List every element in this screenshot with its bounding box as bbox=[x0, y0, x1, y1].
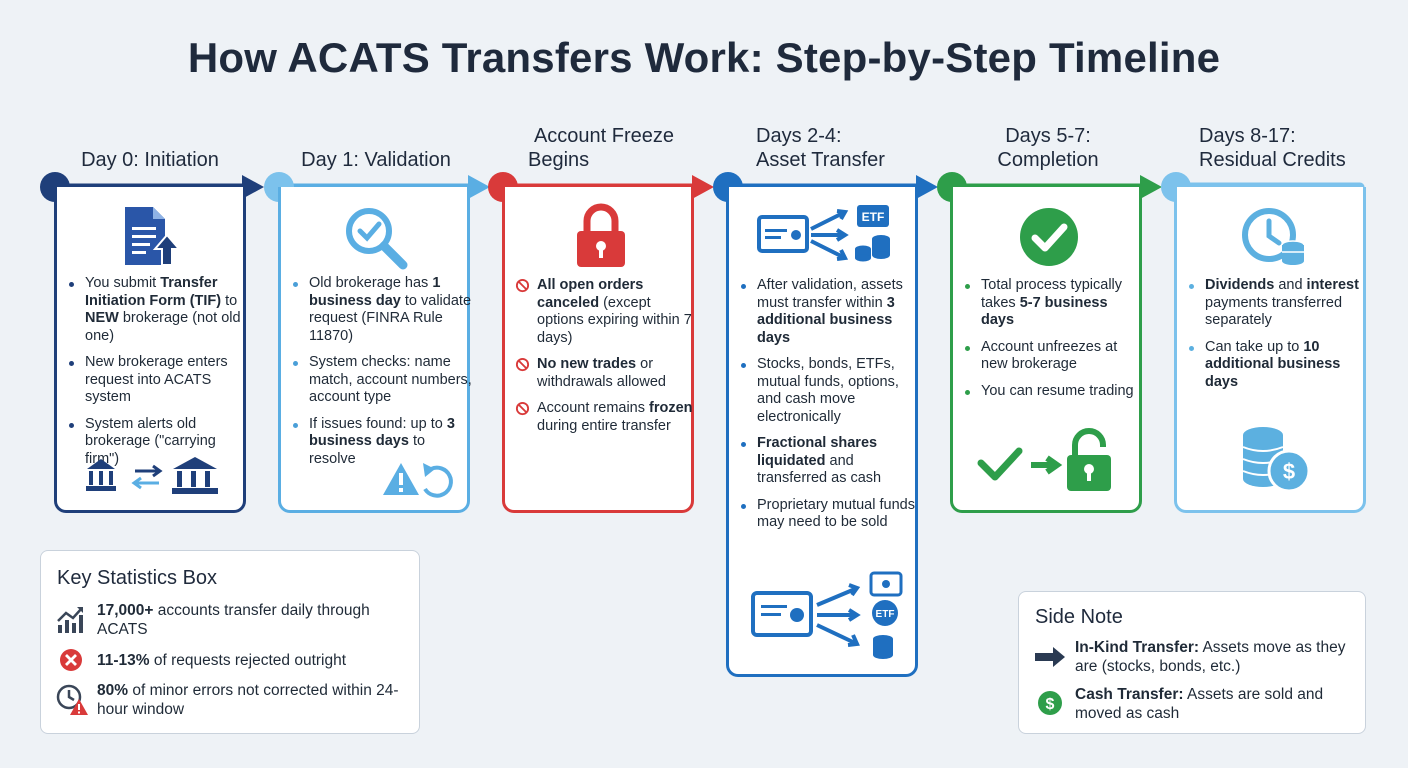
bullet-alert: System alerts old brokerage ("carrying f… bbox=[65, 416, 243, 469]
bank-transfer-icon bbox=[86, 457, 218, 494]
note-in-kind: In-Kind Transfer: Assets move as they ar… bbox=[1075, 639, 1346, 675]
svg-text:ETF: ETF bbox=[862, 210, 885, 224]
stat-rejected: 11-13% of requests rejected outright bbox=[97, 652, 347, 669]
bullet-system-checks: System checks: name match, account numbe… bbox=[289, 354, 473, 407]
document-upload-icon bbox=[125, 207, 181, 266]
bullet-unfreezes: Account unfreezes at new brokerage bbox=[961, 339, 1143, 374]
check-unlock-icon bbox=[977, 428, 1111, 491]
page-title: How ACATS Transfers Work: Step-by-Step T… bbox=[187, 34, 1221, 81]
bullet-one-day: Old brokerage has 1 business day to vali… bbox=[289, 275, 473, 345]
arrow-right-icon bbox=[1035, 647, 1065, 667]
prohibited-icon bbox=[515, 357, 530, 372]
step-title-completion: Days 5-7: Completion bbox=[997, 125, 1099, 171]
bullet-after-validation: After validation, assets must transfer w… bbox=[737, 277, 919, 347]
step-card-residual: Dividends and interest payments transfer… bbox=[1174, 187, 1366, 513]
certificate-to-etf-icon: ETF bbox=[757, 205, 890, 262]
step-card-completion: Total process typically takes 5-7 busine… bbox=[950, 187, 1142, 513]
svg-text:$: $ bbox=[1283, 459, 1295, 484]
stat-minor-errors: 80% of minor errors not corrected within… bbox=[97, 682, 399, 718]
certificate-distribute-icon: ETF bbox=[751, 571, 903, 659]
coin-stack-dollar-icon: $ bbox=[1242, 427, 1311, 493]
step-title-validation: Day 1: Validation bbox=[301, 149, 451, 171]
note-cash: Cash Transfer: Assets are sold and moved… bbox=[1075, 686, 1324, 722]
bullet-dividends: Dividends and interest payments transfer… bbox=[1185, 277, 1367, 330]
bullet-frozen: Account remains frozen during entire tra… bbox=[515, 400, 695, 435]
bullet-no-trades: No new trades or withdrawals allowed bbox=[515, 356, 695, 391]
step-title-initiation: Day 0: Initiation bbox=[81, 149, 219, 171]
bullet-acats-entry: New brokerage enters request into ACATS … bbox=[65, 354, 243, 407]
warning-retry-icon bbox=[383, 463, 453, 498]
step-title-transfer: Days 2-4: Asset Transfer bbox=[756, 125, 885, 171]
stat-daily-transfers: 17,000+ accounts transfer daily through … bbox=[97, 602, 370, 638]
step-card-freeze: All open orders canceled (except options… bbox=[502, 187, 694, 513]
x-circle-icon bbox=[60, 649, 82, 671]
magnifier-check-icon bbox=[346, 208, 408, 270]
step-title-residual: Days 8-17: Residual Credits bbox=[1199, 125, 1346, 171]
side-note-box: Side Note In-Kind Transfer: Assets move … bbox=[1018, 591, 1366, 734]
bullet-tif: You submit Transfer Initiation Form (TIF… bbox=[65, 275, 243, 345]
prohibited-icon bbox=[515, 278, 530, 293]
bullet-orders-canceled: All open orders canceled (except options… bbox=[515, 277, 695, 347]
bullet-fractional: Fractional shares liquidated and transfe… bbox=[737, 435, 919, 488]
chart-up-icon bbox=[57, 607, 83, 633]
bullet-asset-types: Stocks, bonds, ETFs, mutual funds, optio… bbox=[737, 356, 919, 426]
clock-warning-icon bbox=[56, 684, 88, 715]
prohibited-icon bbox=[515, 401, 530, 416]
bullet-total-process: Total process typically takes 5-7 busine… bbox=[961, 277, 1143, 330]
lock-icon bbox=[577, 203, 625, 267]
step-card-transfer: ETF After validation, assets must transf… bbox=[726, 187, 918, 677]
clock-coins-icon bbox=[1242, 208, 1305, 265]
side-note-title: Side Note bbox=[1035, 606, 1123, 628]
step-card-initiation: You submit Transfer Initiation Form (TIF… bbox=[54, 187, 246, 513]
dollar-circle-icon: $ bbox=[1038, 691, 1062, 715]
svg-text:ETF: ETF bbox=[876, 609, 895, 620]
bullet-proprietary: Proprietary mutual funds may need to be … bbox=[737, 497, 919, 532]
svg-text:$: $ bbox=[1046, 696, 1055, 713]
key-statistics-box: Key Statistics Box 17,000+ accounts tran… bbox=[40, 550, 420, 734]
stats-title: Key Statistics Box bbox=[57, 567, 218, 589]
bullet-resume: You can resume trading bbox=[961, 383, 1143, 401]
bullet-issues: If issues found: up to 3 business days t… bbox=[289, 416, 473, 469]
step-title-freeze: Account Freeze Begins bbox=[528, 125, 675, 171]
step-card-validation: Old brokerage has 1 business day to vali… bbox=[278, 187, 473, 513]
check-circle-icon bbox=[1020, 208, 1078, 266]
bullet-ten-days: Can take up to 10 additional business da… bbox=[1185, 339, 1367, 392]
